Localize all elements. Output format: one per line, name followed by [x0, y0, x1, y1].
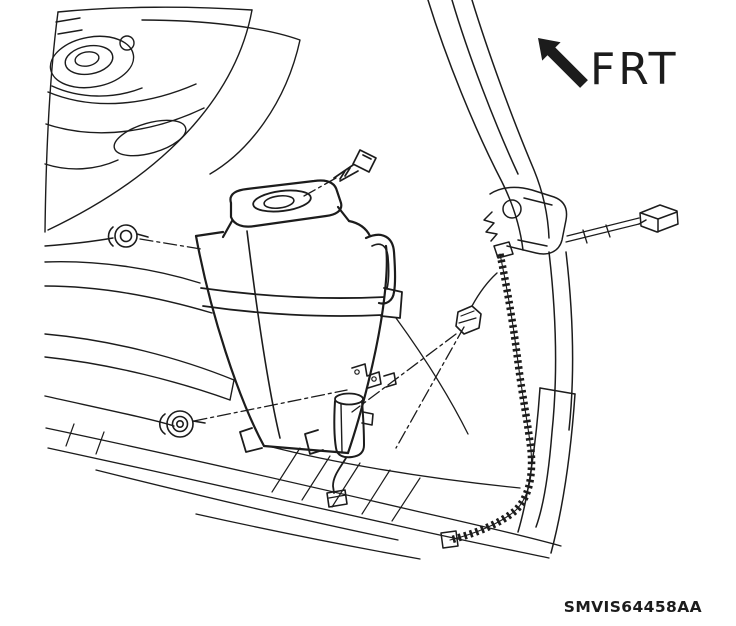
- harness-ribbed-tube: [449, 253, 536, 544]
- body-panels: [44, 6, 301, 427]
- wiring-harness: [440, 217, 640, 549]
- leader-lines: [139, 177, 465, 449]
- pump-body: [333, 400, 365, 459]
- small-cap-hole: [119, 35, 135, 51]
- reservoir-handle-loop: [364, 233, 397, 305]
- floor-panel-lines: [45, 317, 562, 560]
- harness-clip: [493, 241, 514, 259]
- connector-pigtail: [471, 272, 498, 307]
- washer-reservoir: [194, 179, 403, 455]
- pillar-structure: [427, 0, 576, 554]
- washer-pump: [304, 363, 397, 508]
- pump-outlet: [361, 411, 374, 426]
- harness-connector-right: [638, 204, 679, 233]
- filler-collar: [229, 179, 343, 228]
- grommet-upper: [107, 224, 149, 248]
- pillar-base-hole: [502, 199, 522, 219]
- pump-cap: [334, 392, 364, 406]
- grommet-lower: [158, 410, 206, 438]
- panel-oval-hole: [113, 119, 187, 157]
- hose-end-fitting: [326, 489, 348, 508]
- frt-direction-marker: FRT: [538, 38, 679, 95]
- filler-screw: [333, 149, 377, 182]
- filler-opening: [252, 189, 312, 213]
- strut-tower: [49, 35, 143, 97]
- reservoir-side-tab: [380, 287, 403, 319]
- pump-hose: [332, 457, 347, 494]
- frt-arrow-icon: [538, 38, 588, 88]
- harness-end-fitting: [440, 530, 459, 549]
- pillar-base-bracket: [489, 186, 568, 255]
- pump-connector: [455, 272, 498, 335]
- frt-label: FRT: [590, 44, 679, 95]
- pump-bracket: [351, 363, 382, 389]
- figure-caption: SMVIS64458AA: [564, 598, 702, 616]
